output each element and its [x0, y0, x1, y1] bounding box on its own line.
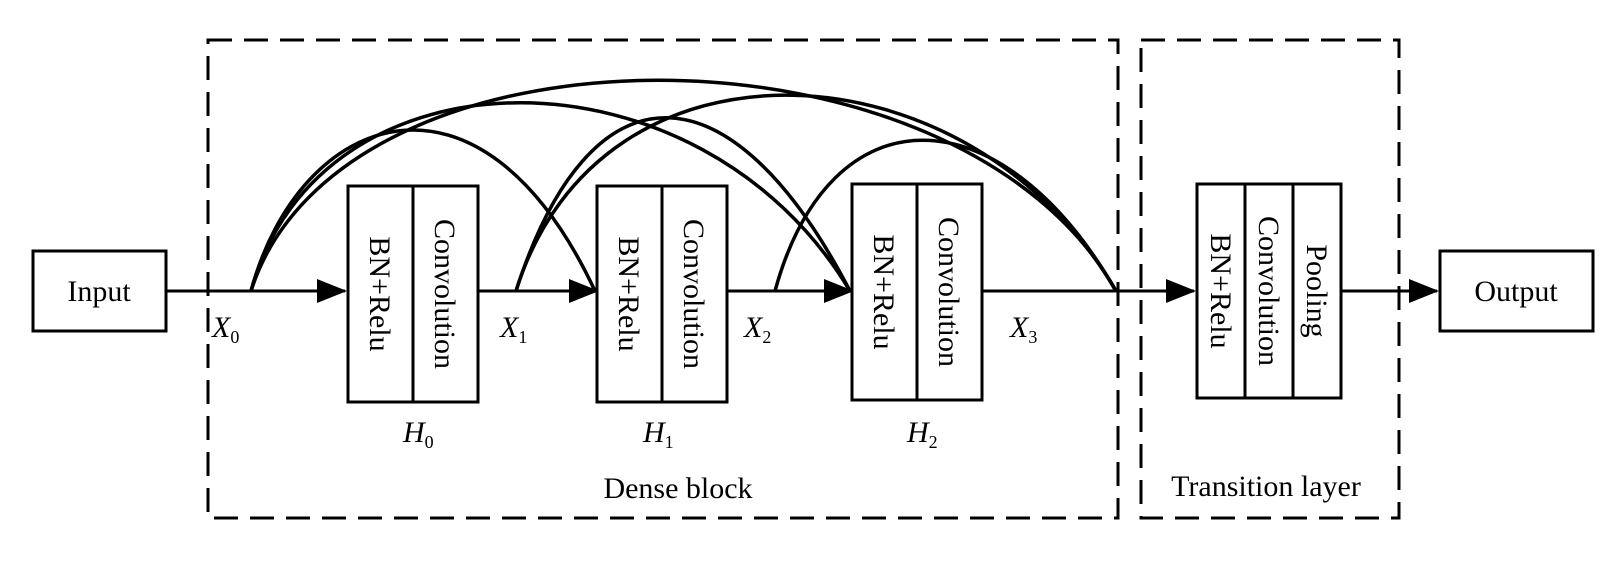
layer-h0: BN+Relu Convolution — [346, 184, 480, 404]
output-box — [1438, 249, 1595, 333]
x0-label: X0 — [211, 311, 239, 347]
h2-label: H2 — [906, 416, 938, 452]
layer-h0-convolution: Convolution — [428, 219, 461, 369]
arc-x0-x3 — [249, 78, 1118, 292]
h1-label: H1 — [642, 416, 674, 452]
transition-layer-frame — [1139, 38, 1401, 520]
transition-box — [1195, 182, 1343, 400]
layer-h1-convolution: Convolution — [677, 219, 710, 369]
dense-block-frame — [206, 38, 1120, 520]
layer-h2: BN+Relu Convolution — [850, 182, 984, 402]
x1-label: X1 — [499, 311, 527, 347]
dense-block-caption: Dense block — [603, 472, 752, 505]
transition-layer-caption: Transition layer — [1171, 470, 1361, 503]
x3-label: X3 — [1009, 311, 1037, 347]
layer-h0-bn-relu: BN+Relu — [363, 236, 396, 351]
layer-h2-bn-relu: BN+Relu — [867, 234, 900, 349]
arc-x2-x3 — [773, 138, 1118, 292]
h0-label: H0 — [402, 416, 434, 452]
layer-h2-convolution: Convolution — [932, 217, 965, 367]
input-label: Input — [67, 275, 131, 308]
layer-h1: BN+Relu Convolution — [595, 184, 729, 404]
arc-x0-h2 — [249, 101, 852, 292]
transition-layer: BN+Relu Convolution Pooling — [1195, 182, 1343, 400]
x2-label: X2 — [743, 311, 771, 347]
transition-bn-relu: BN+Relu — [1204, 233, 1237, 348]
transition-pooling: Pooling — [1300, 244, 1333, 337]
input-box — [31, 249, 168, 333]
transition-convolution: Convolution — [1252, 216, 1285, 366]
arc-x1-x3 — [514, 93, 1118, 292]
output-label: Output — [1474, 275, 1558, 308]
layer-h1-bn-relu: BN+Relu — [612, 236, 645, 351]
